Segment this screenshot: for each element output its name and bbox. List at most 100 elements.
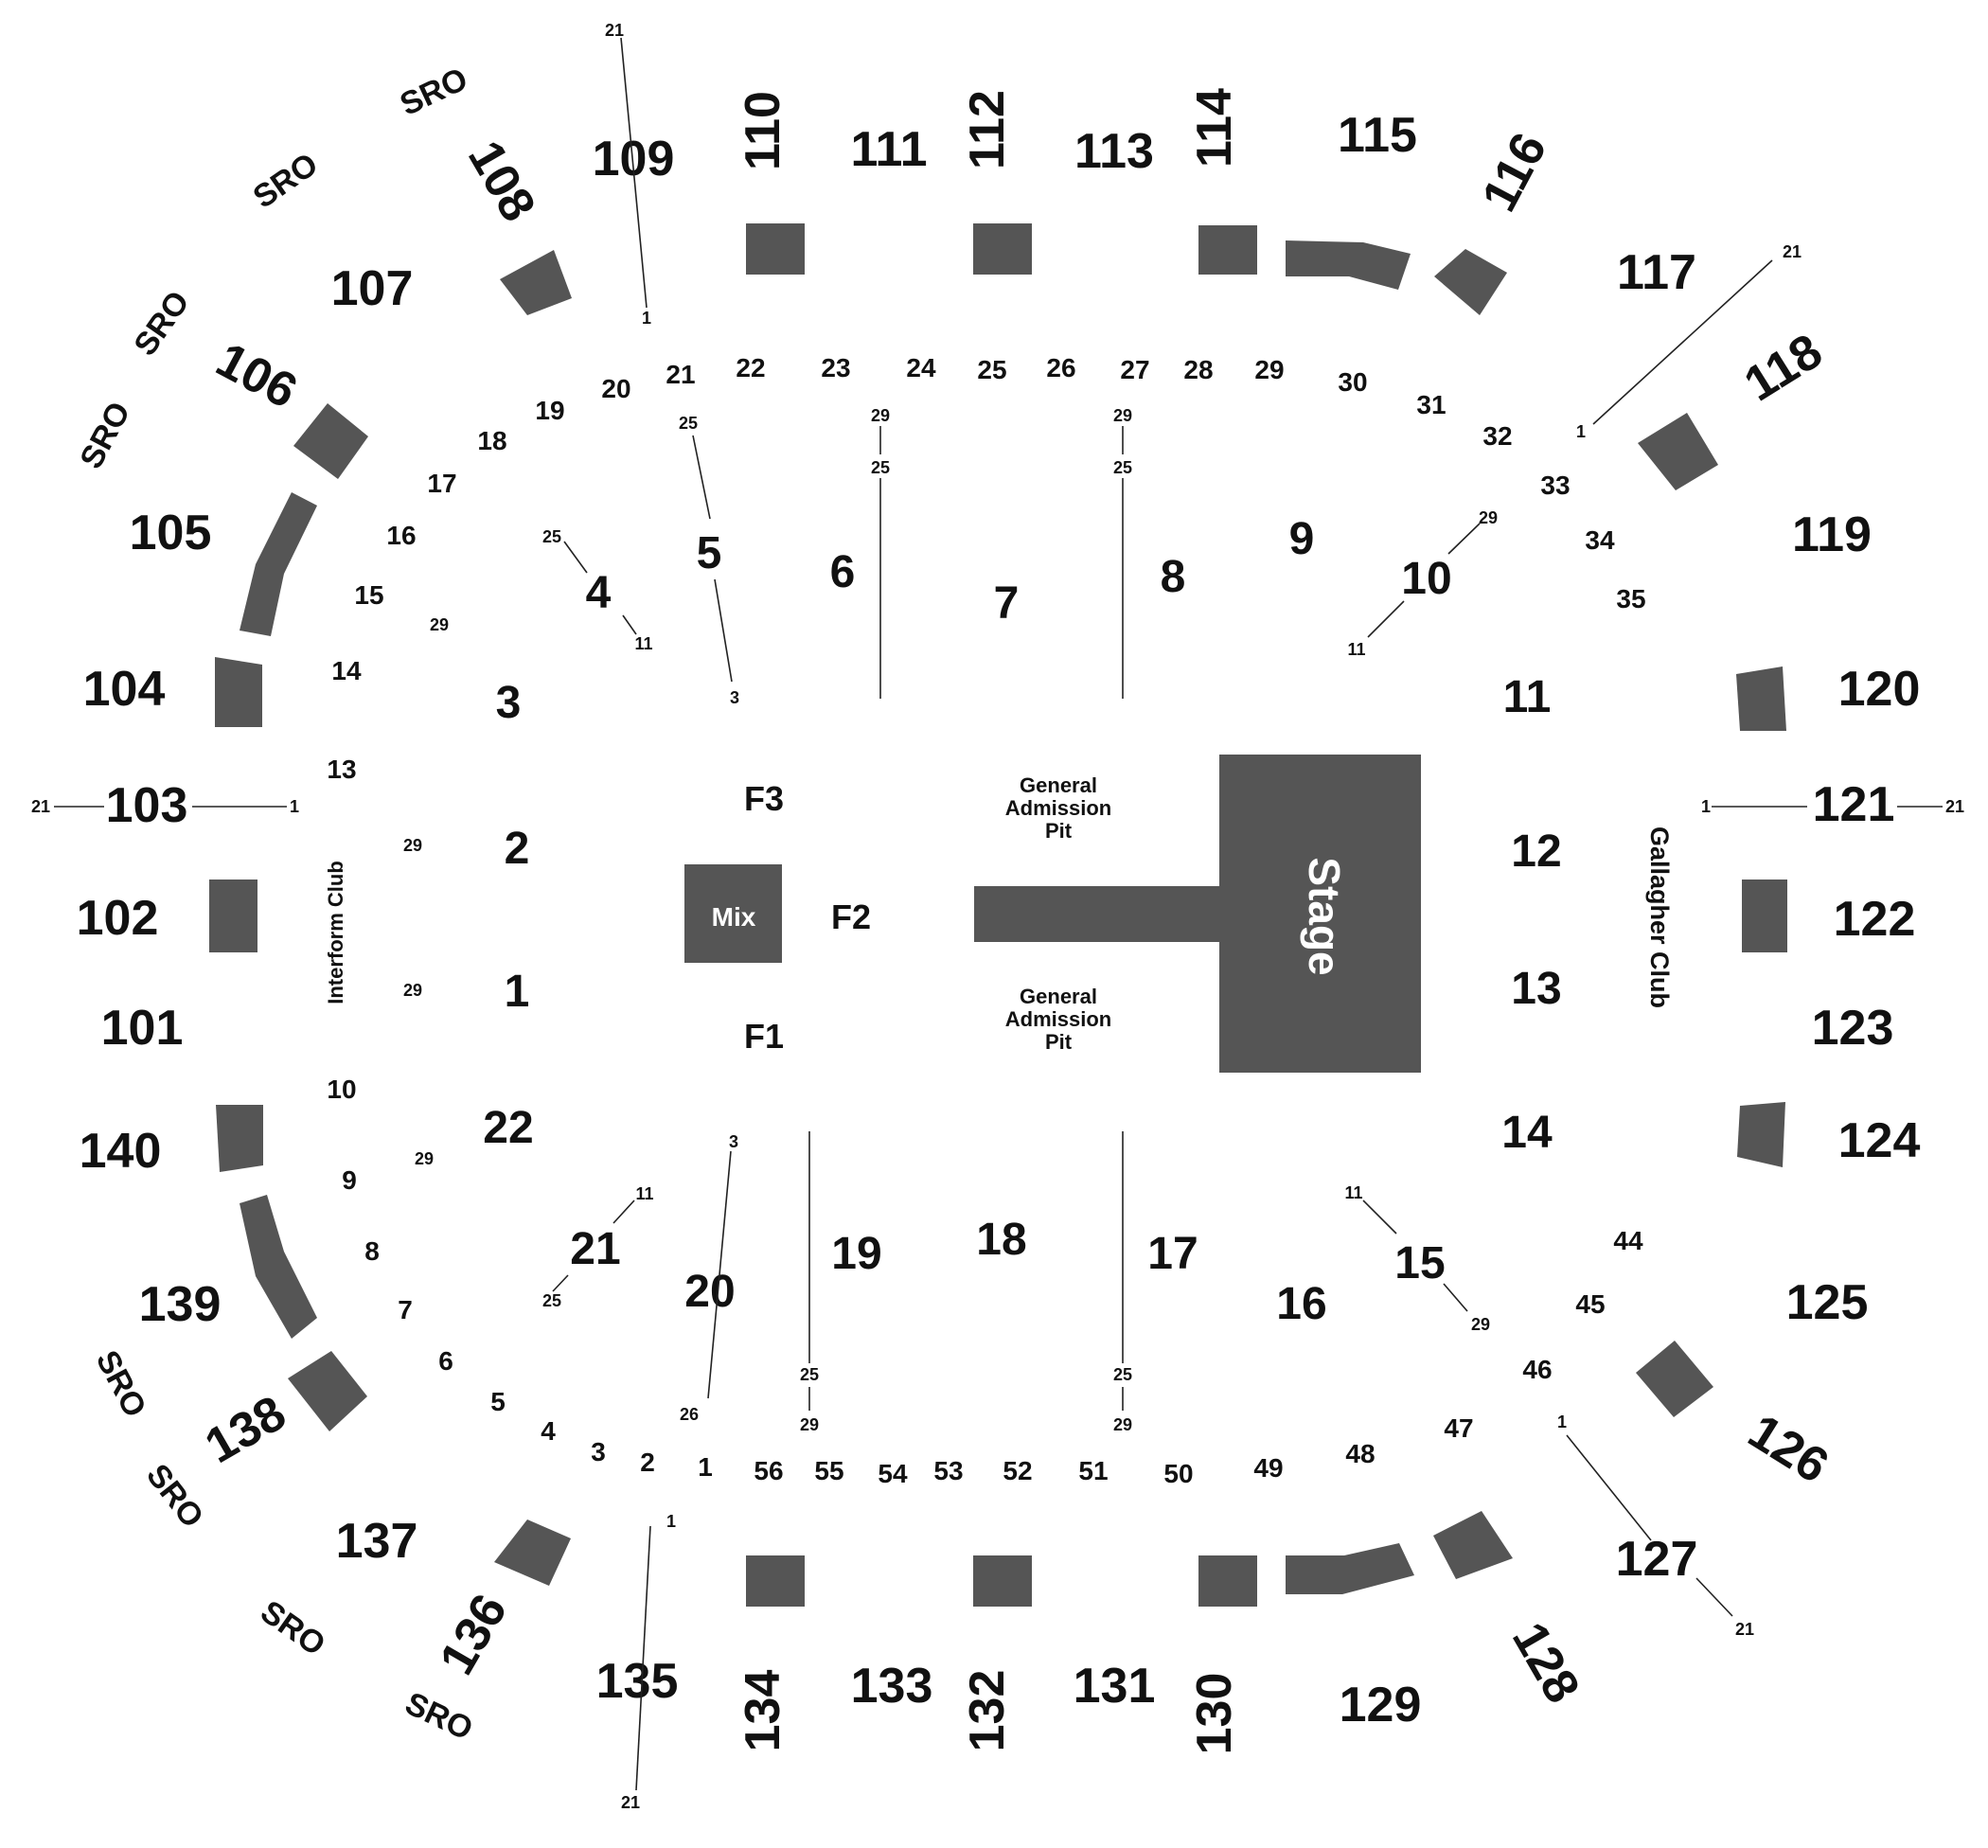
seat-marker: 1 xyxy=(1557,1413,1567,1431)
lower-section-label[interactable]: 15 xyxy=(1394,1238,1445,1288)
upper-section-label[interactable]: 104 xyxy=(83,662,166,717)
upper-section-label[interactable]: 134 xyxy=(736,1670,790,1752)
row-label: 46 xyxy=(1522,1355,1552,1384)
seat-marker: 29 xyxy=(1113,1415,1132,1434)
lower-section-label[interactable]: 11 xyxy=(1503,672,1552,722)
upper-section-label[interactable]: 138 xyxy=(196,1385,294,1474)
floor-section-label[interactable]: F2 xyxy=(831,897,871,936)
upper-section-label[interactable]: 106 xyxy=(207,332,306,419)
upper-section-label[interactable]: 102 xyxy=(77,891,159,946)
concourse-block xyxy=(1434,249,1507,315)
upper-section-label[interactable]: 101 xyxy=(101,1001,184,1056)
seat-marker: 21 xyxy=(1735,1620,1754,1639)
lower-section-label[interactable]: 4 xyxy=(586,568,612,618)
lower-section-label[interactable]: 9 xyxy=(1289,514,1315,564)
upper-section-label[interactable]: 105 xyxy=(130,506,212,560)
lower-section-label[interactable]: 19 xyxy=(831,1229,881,1279)
upper-section-label[interactable]: 108 xyxy=(457,132,546,230)
seat-marker: 1 xyxy=(642,309,651,328)
upper-section-label[interactable]: 121 xyxy=(1813,777,1895,832)
upper-section-label[interactable]: 124 xyxy=(1838,1113,1921,1168)
upper-section-label[interactable]: 128 xyxy=(1501,1613,1590,1712)
lower-section-label[interactable]: 18 xyxy=(976,1215,1026,1265)
seat-marker: 1 xyxy=(666,1512,676,1531)
row-label: 27 xyxy=(1120,355,1149,384)
upper-section-label[interactable]: 107 xyxy=(331,261,414,316)
upper-section-label[interactable]: 136 xyxy=(429,1585,518,1683)
floor-section-label[interactable]: F3 xyxy=(744,779,784,818)
lower-section-label[interactable]: 13 xyxy=(1511,964,1561,1014)
seat-marker: 3 xyxy=(729,1132,738,1151)
row-label: 56 xyxy=(754,1456,783,1485)
upper-section-label[interactable]: 123 xyxy=(1812,1001,1894,1056)
lower-section-label[interactable]: 8 xyxy=(1161,552,1186,602)
upper-section-label[interactable]: 131 xyxy=(1074,1659,1156,1714)
upper-section-label[interactable]: 126 xyxy=(1739,1404,1837,1494)
leader-line xyxy=(692,435,711,520)
sro-label: SRO xyxy=(89,1344,153,1423)
upper-section-label[interactable]: 140 xyxy=(80,1124,162,1179)
seat-marker: 25 xyxy=(1113,458,1132,477)
upper-section-label[interactable]: 118 xyxy=(1735,324,1832,413)
upper-section-label[interactable]: 114 xyxy=(1187,88,1242,168)
upper-section-label[interactable]: 111 xyxy=(850,122,927,177)
upper-section-label[interactable]: 119 xyxy=(1792,507,1872,562)
upper-section-label[interactable]: 117 xyxy=(1617,245,1696,300)
concourse-block xyxy=(1286,240,1411,290)
row-label: 2 xyxy=(640,1448,655,1477)
concourse-block xyxy=(1198,1555,1257,1607)
lower-section-label[interactable]: 16 xyxy=(1276,1279,1326,1329)
upper-section-label[interactable]: 129 xyxy=(1340,1678,1422,1732)
upper-section-label[interactable]: 109 xyxy=(593,132,675,187)
leader-line xyxy=(1362,1199,1397,1235)
floor-section-label[interactable]: F1 xyxy=(744,1017,784,1056)
upper-section-label[interactable]: 137 xyxy=(336,1514,418,1569)
lower-section-label[interactable]: 20 xyxy=(684,1267,735,1317)
upper-section-label[interactable]: 122 xyxy=(1834,892,1916,947)
lower-section-label[interactable]: 21 xyxy=(570,1224,620,1274)
row-label: 30 xyxy=(1338,367,1367,397)
upper-section-label[interactable]: 130 xyxy=(1187,1673,1242,1755)
upper-section-label[interactable]: 132 xyxy=(960,1670,1015,1752)
lower-section-label[interactable]: 2 xyxy=(505,824,530,874)
seat-markers: 21 1 21 1 21 1 1 21 1 21 1 21 25 11 25 3… xyxy=(31,21,1964,1812)
lower-section-label[interactable]: 7 xyxy=(994,578,1020,629)
upper-section-label[interactable]: 110 xyxy=(736,91,790,170)
upper-section-label[interactable]: 112 xyxy=(960,90,1015,169)
upper-section-label[interactable]: 113 xyxy=(1074,124,1154,179)
upper-section-label[interactable]: 133 xyxy=(851,1659,933,1714)
upper-section-label[interactable]: 125 xyxy=(1786,1275,1869,1330)
leader-lines xyxy=(54,37,1943,1791)
lower-section-label[interactable]: 1 xyxy=(505,967,530,1017)
lower-section-label[interactable]: 3 xyxy=(496,678,522,728)
concourse-block xyxy=(1198,225,1257,275)
lower-section-label[interactable]: 5 xyxy=(697,528,722,578)
upper-section-label[interactable]: 103 xyxy=(106,778,188,833)
sro-label: SRO xyxy=(254,1593,331,1662)
row-label: 20 xyxy=(601,374,630,403)
leader-line xyxy=(622,614,637,635)
stage-area: Stage xyxy=(974,755,1421,1073)
sro-label: SRO xyxy=(247,146,325,215)
sro-label: SRO xyxy=(73,396,137,474)
lower-section-label[interactable]: 10 xyxy=(1401,554,1451,604)
upper-section-label[interactable]: 139 xyxy=(139,1277,222,1332)
upper-section-label[interactable]: 116 xyxy=(1472,124,1558,220)
row-label: 7 xyxy=(398,1295,413,1324)
upper-section-label[interactable]: 115 xyxy=(1338,108,1417,163)
row-label: 51 xyxy=(1078,1456,1108,1485)
upper-section-label[interactable]: 127 xyxy=(1616,1532,1698,1587)
upper-section-label[interactable]: 135 xyxy=(596,1654,679,1709)
upper-section-label[interactable]: 120 xyxy=(1838,662,1921,717)
row-label: 31 xyxy=(1416,390,1446,419)
seat-marker: 3 xyxy=(730,688,739,707)
lower-section-label[interactable]: 14 xyxy=(1501,1108,1553,1158)
lower-section-label[interactable]: 6 xyxy=(830,547,856,597)
row-label: 48 xyxy=(1345,1439,1375,1468)
lower-section-label[interactable]: 22 xyxy=(483,1103,533,1153)
lower-section-label[interactable]: 12 xyxy=(1511,826,1561,877)
row-labels-top: 9 10 13 14 15 16 17 18 19 20 21 22 23 24… xyxy=(327,353,1645,1195)
lower-section-label[interactable]: 17 xyxy=(1147,1229,1198,1279)
row-label: 14 xyxy=(331,656,362,685)
